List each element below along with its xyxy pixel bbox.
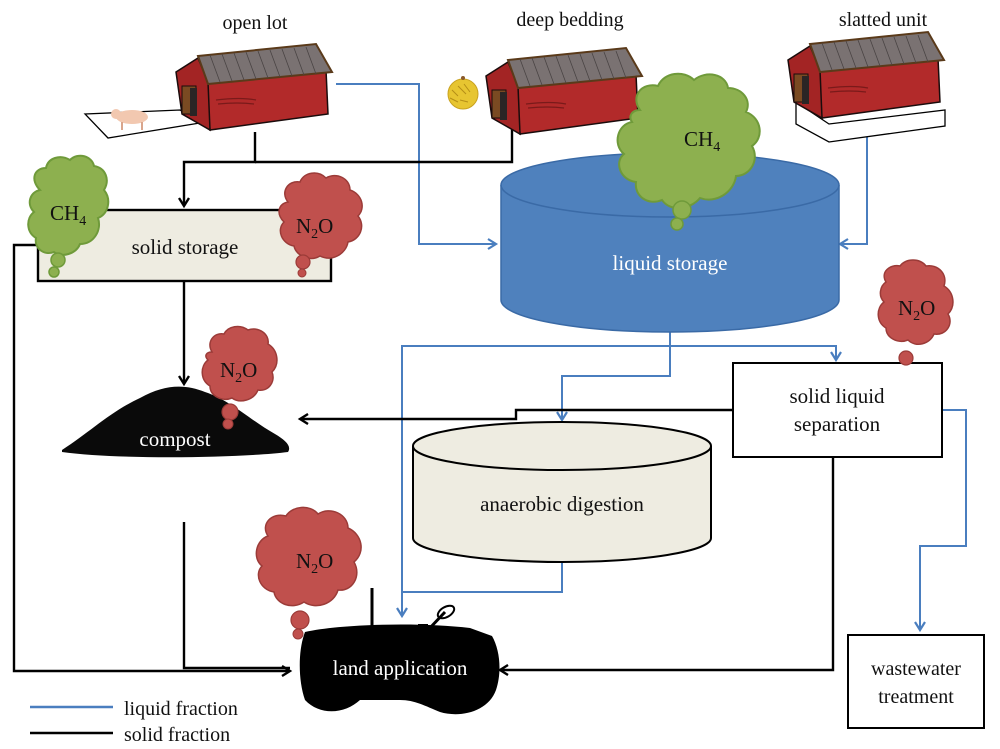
- label-land-application: land application: [333, 656, 468, 680]
- cloud-icon: [255, 506, 362, 607]
- flow-liquid-storage-to-digestion: [556, 346, 671, 423]
- n2o-cloud-separation: N2O: [877, 259, 954, 366]
- label-anaerobic-digestion: anaerobic digestion: [480, 492, 644, 516]
- flow-deep-bedding-to-solid-storage: [255, 118, 514, 164]
- housing-deep-bedding: deep bedding: [447, 9, 643, 135]
- cloud-icon: [616, 72, 761, 209]
- ch4-cloud-liquid-storage: CH4: [616, 72, 761, 231]
- node-compost: compost: [62, 386, 290, 458]
- ch4-label: CH4: [684, 127, 720, 155]
- flow-lines: [12, 83, 967, 671]
- label-solid-storage: solid storage: [132, 235, 239, 259]
- n2o-label: N2O: [296, 549, 333, 577]
- label-liquid-storage: liquid storage: [613, 251, 728, 275]
- n2o-cloud-compost: N2O: [201, 325, 278, 430]
- label-wastewater-line1: wastewater: [871, 658, 961, 680]
- n2o-label: N2O: [898, 296, 935, 324]
- barn-icon: [787, 31, 945, 119]
- node-wastewater-treatment: wastewater treatment: [847, 634, 985, 729]
- flow-liquid-storage-split: [396, 332, 671, 619]
- flow-separation-to-land-application: [500, 457, 835, 670]
- digester-tank: [412, 446, 712, 563]
- flow-separation-to-compost: [300, 408, 733, 419]
- label-open-lot: open lot: [223, 12, 288, 34]
- cloud-icon: [201, 325, 278, 402]
- barn-icon: [485, 47, 643, 135]
- legend-label-liquid: liquid fraction: [124, 698, 238, 720]
- tractor-icon: [299, 588, 500, 715]
- cloud-icon: [877, 259, 954, 345]
- housing-open-lot: open lot: [83, 12, 333, 139]
- barn-icon: [175, 43, 333, 131]
- flow-digestion-to-land-application: [402, 560, 563, 593]
- node-solid-liquid-separation: solid liquid separation: [732, 362, 943, 458]
- n2o-label: N2O: [220, 358, 257, 386]
- housing-slatted-unit: slatted unit: [787, 9, 946, 143]
- node-anaerobic-digestion: anaerobic digestion: [412, 421, 712, 563]
- flow-solid-storage-to-land-application: [12, 243, 290, 671]
- separation-box: [732, 362, 943, 458]
- flow-open-lot-to-liquid-storage: [336, 83, 499, 250]
- label-wastewater-line2: treatment: [878, 686, 954, 708]
- label-separation-line1: solid liquid: [789, 384, 885, 408]
- cloud-icon: [278, 172, 363, 260]
- ch4-label: CH4: [50, 201, 86, 229]
- node-land-application: land application: [299, 588, 500, 715]
- label-deep-bedding: deep bedding: [516, 9, 623, 31]
- n2o-label: N2O: [296, 214, 333, 242]
- label-slatted-unit: slatted unit: [839, 9, 928, 31]
- pig-icon: [111, 109, 148, 130]
- n2o-cloud-solid-storage: N2O: [278, 172, 363, 278]
- legend: liquid fraction solid fraction: [30, 698, 238, 746]
- straw-bale-icon: [447, 76, 479, 110]
- label-separation-line2: separation: [794, 412, 881, 436]
- flow-compost-to-land-application: [182, 522, 290, 670]
- liquid-storage-tank: [500, 185, 840, 333]
- n2o-cloud-land-application: N2O: [255, 506, 362, 640]
- digester-top: [412, 421, 712, 471]
- ch4-cloud-solid-storage: CH4: [27, 154, 110, 278]
- cloud-icon: [27, 154, 110, 256]
- legend-label-solid: solid fraction: [124, 724, 230, 746]
- flow-separation-to-wastewater: [914, 409, 967, 633]
- label-compost: compost: [139, 427, 210, 451]
- flow-slatted-unit-to-liquid-storage: [837, 124, 868, 250]
- wastewater-box: [847, 634, 985, 729]
- slat-pit: [795, 100, 946, 143]
- flow-housing-to-solid-storage: [184, 132, 257, 206]
- flow-liquid-storage-to-separation: [670, 345, 842, 363]
- compost-pile-icon: [62, 386, 290, 458]
